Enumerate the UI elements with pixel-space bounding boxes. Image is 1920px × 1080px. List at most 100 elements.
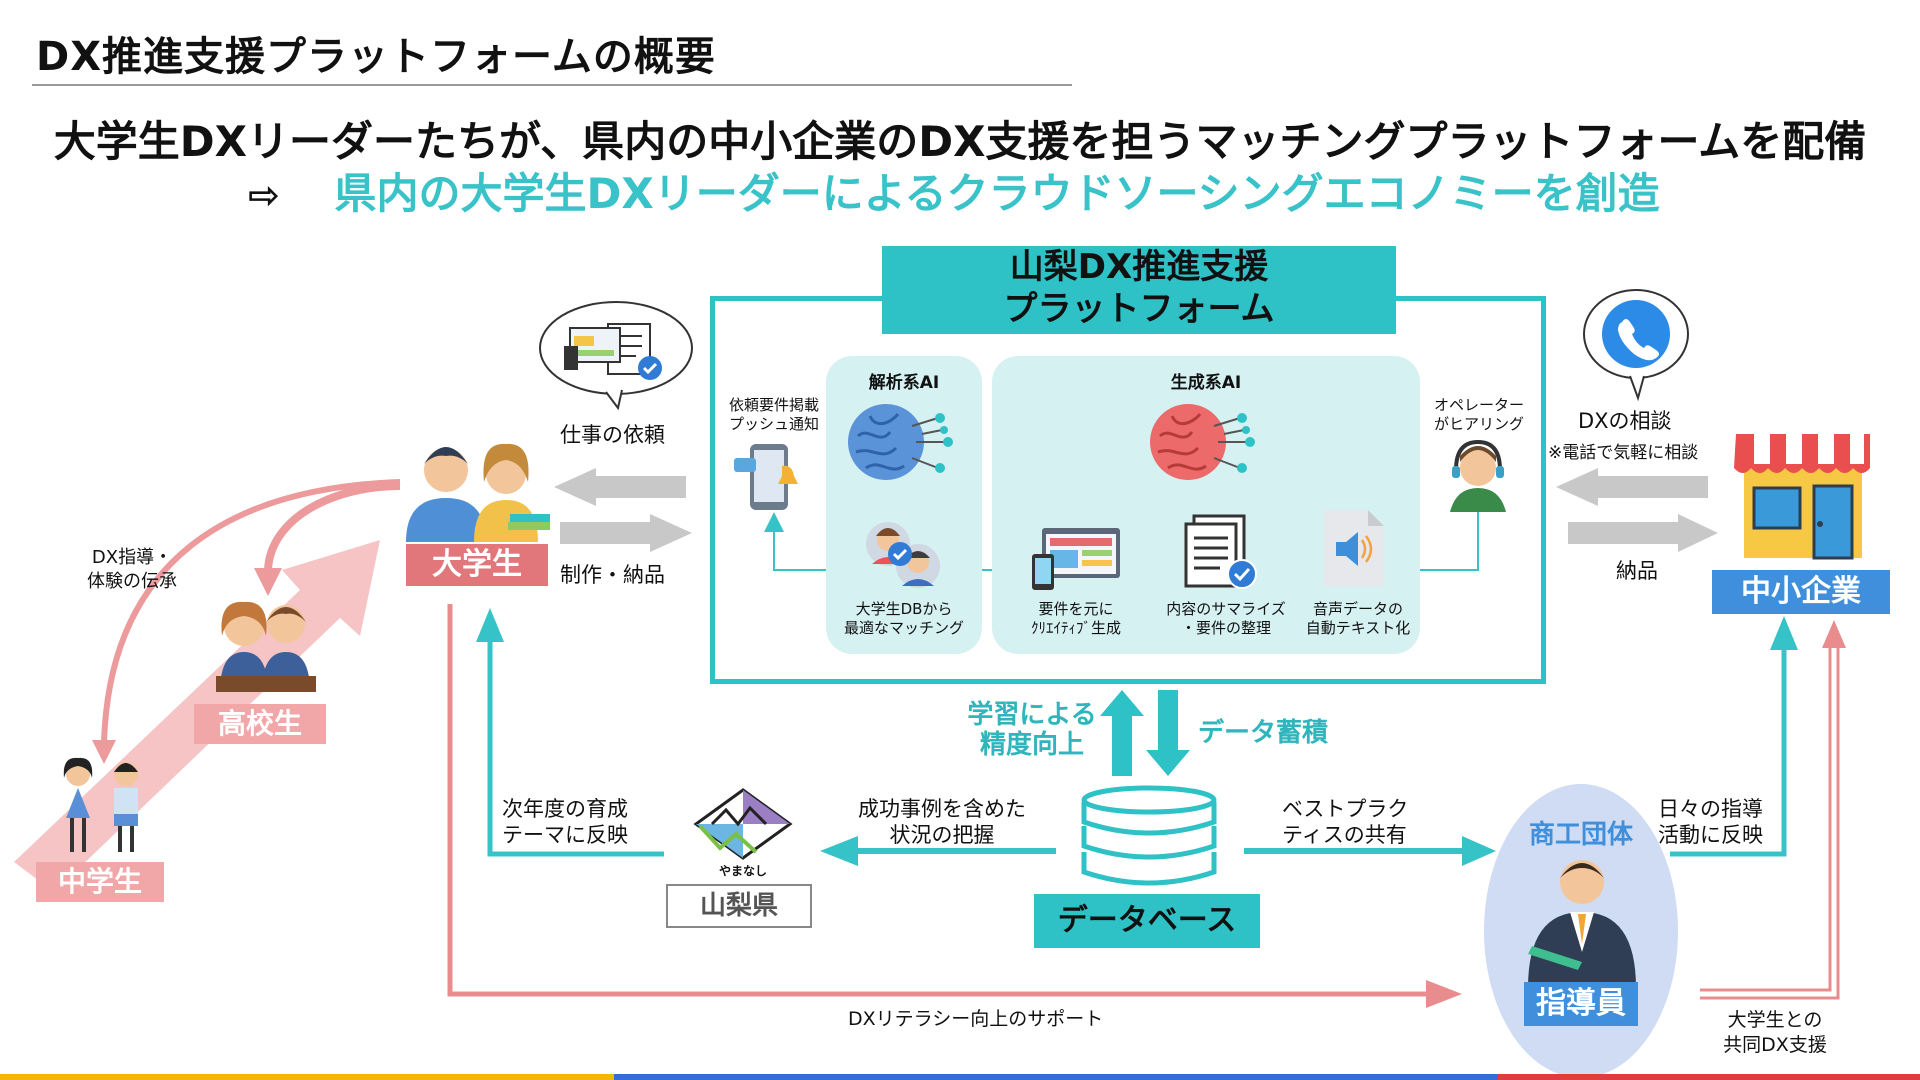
delivery-arrow bbox=[1568, 514, 1718, 552]
subline: ⇨ 県内の大学生DXリーダーによるクラウドソーシングエコノミーを創造 bbox=[248, 160, 1660, 221]
success-line2: 状況の把握 bbox=[889, 823, 995, 847]
push-notice-label: 依頼要件掲載 プッシュ通知 bbox=[716, 396, 832, 434]
flow-matching-to-push bbox=[764, 512, 842, 571]
sme-label: 中小企業 bbox=[1712, 570, 1890, 614]
guidance-arrow-to-middleschool bbox=[101, 479, 401, 743]
best-line2: ティスの共有 bbox=[1282, 823, 1407, 847]
literacy-support-arrow bbox=[447, 604, 1428, 997]
audio-line2: 自動テキスト化 bbox=[1305, 619, 1411, 637]
job-request-arrow bbox=[554, 468, 686, 506]
summary-line2: ・要件の整理 bbox=[1180, 619, 1271, 637]
learning-label: 学習による 精度向上 bbox=[962, 700, 1102, 760]
analysis-ai-title: 解析系AI bbox=[868, 373, 940, 393]
guidance-line2: 体験の伝承 bbox=[87, 571, 177, 592]
guidance-line1: DX指導・ bbox=[91, 547, 173, 568]
job-request-bubble bbox=[539, 301, 693, 410]
literacy-support-label: DXリテラシー向上のサポート bbox=[848, 1008, 1104, 1030]
matching-label: 大学生DBから 最適なマッチング bbox=[826, 600, 982, 638]
page-title: DX推進支援プラットフォームの概要 bbox=[36, 34, 716, 80]
accumulate-label: データ蓄積 bbox=[1198, 718, 1329, 748]
success-line1: 成功事例を含めた bbox=[858, 797, 1026, 821]
phone-consult-bubble bbox=[1583, 289, 1689, 402]
bottom-bar-yellow bbox=[0, 1074, 614, 1080]
consult-label: DXの相談 bbox=[1578, 409, 1672, 433]
joint-line1: 大学生との bbox=[1727, 1009, 1823, 1031]
subline-text: 県内の大学生DXリーダーによるクラウドソーシングエコノミーを創造 bbox=[334, 169, 1660, 218]
creative-line1: 要件を元に bbox=[1038, 600, 1114, 618]
consult-note: ※電話で気軽に相談 bbox=[1548, 443, 1699, 463]
production-arrow bbox=[560, 514, 692, 552]
brain-blue-icon bbox=[848, 404, 953, 480]
learning-line1: 学習による bbox=[967, 700, 1097, 730]
flow-operator-to-audio bbox=[1382, 510, 1479, 580]
daily-guidance-label: 日々の指導 活動に反映 bbox=[1658, 796, 1788, 848]
audio-file-icon bbox=[1324, 510, 1384, 586]
operator-line2: がヒアリング bbox=[1433, 415, 1524, 433]
matching-line1: 大学生DBから bbox=[855, 600, 953, 618]
database-label: データベース bbox=[1034, 894, 1260, 948]
commerce-to-sme-arrow bbox=[1670, 648, 1787, 857]
platform-title-line1: 山梨DX推進支援 bbox=[1009, 247, 1269, 287]
joint-line2: 共同DX支援 bbox=[1723, 1034, 1827, 1056]
middle-school-students-icon bbox=[63, 757, 138, 852]
audio-line1: 音声データの bbox=[1312, 600, 1403, 618]
middle-school-label: 中学生 bbox=[36, 862, 164, 902]
document-check-icon bbox=[1184, 514, 1257, 589]
learning-line2: 精度向上 bbox=[979, 730, 1084, 760]
daily-line2: 活動に反映 bbox=[1658, 823, 1763, 847]
brain-red-icon bbox=[1150, 404, 1255, 480]
guidance-label: DX指導・ 体験の伝承 bbox=[72, 546, 192, 594]
learning-up-arrow bbox=[1100, 690, 1144, 776]
joint-support-label: 大学生との 共同DX支援 bbox=[1700, 1008, 1850, 1058]
success-case-label: 成功事例を含めた 状況の把握 bbox=[856, 796, 1028, 848]
commerce-group-label: 商工団体 bbox=[1528, 820, 1633, 850]
consult-arrow bbox=[1556, 468, 1708, 506]
joint-support-arrow bbox=[1700, 646, 1832, 992]
audio-label: 音声データの 自動テキスト化 bbox=[1302, 600, 1414, 638]
high-school-label: 高校生 bbox=[194, 704, 326, 744]
shop-icon bbox=[1734, 434, 1870, 560]
guidance-arrow-to-highschool bbox=[264, 482, 401, 571]
university-label: 大学生 bbox=[406, 544, 548, 586]
instructor-label: 指導員 bbox=[1524, 982, 1638, 1026]
db-to-prefecture-arrow bbox=[820, 836, 1056, 866]
prefecture-to-university-arrow bbox=[487, 640, 664, 857]
platform-title-line2: プラットフォーム bbox=[1003, 289, 1275, 329]
summary-line1: 内容のサマライズ bbox=[1166, 600, 1286, 618]
best-line1: ベストプラク bbox=[1282, 797, 1409, 821]
high-school-students-icon bbox=[216, 601, 316, 692]
operator-line1: オペレーター bbox=[1433, 396, 1524, 414]
next-year-line1: 次年度の育成 bbox=[502, 797, 628, 821]
university-students-icon bbox=[406, 443, 550, 542]
analysis-ai-panel bbox=[826, 356, 982, 654]
generative-ai-panel bbox=[992, 356, 1420, 654]
smartphone-notification-icon bbox=[734, 444, 798, 510]
next-year-label: 次年度の育成 テーマに反映 bbox=[502, 796, 652, 848]
bottom-bar-blue bbox=[614, 1074, 1498, 1080]
operator-label: オペレーター がヒアリング bbox=[1418, 396, 1540, 434]
generative-ai-title: 生成系AI bbox=[1170, 373, 1242, 393]
student-matching-icon bbox=[866, 522, 940, 588]
creative-line2: ｸﾘｴｲﾃｨﾌﾞ生成 bbox=[1030, 619, 1121, 637]
instructor-icon bbox=[1528, 860, 1636, 988]
prefecture-label: 山梨県 bbox=[666, 884, 812, 928]
summary-label: 内容のサマライズ ・要件の整理 bbox=[1150, 600, 1302, 638]
title-divider bbox=[32, 84, 1072, 86]
platform-title: 山梨DX推進支援 プラットフォーム bbox=[882, 246, 1396, 334]
best-practice-label: ベストプラク ティスの共有 bbox=[1282, 796, 1432, 848]
next-year-line2: テーマに反映 bbox=[502, 823, 628, 847]
creative-screen-icon bbox=[1032, 528, 1120, 590]
db-to-commerce-arrow bbox=[1244, 836, 1496, 866]
yamanashi-logo-text: やまなし bbox=[718, 864, 767, 878]
daily-line1: 日々の指導 bbox=[1658, 797, 1763, 821]
matching-line2: 最適なマッチング bbox=[843, 619, 964, 637]
push-notice-line2: プッシュ通知 bbox=[728, 415, 819, 433]
creative-label: 要件を元に ｸﾘｴｲﾃｨﾌﾞ生成 bbox=[1010, 600, 1142, 638]
delivery-label: 納品 bbox=[1616, 559, 1658, 583]
bottom-bar-red bbox=[1498, 1074, 1920, 1080]
push-notice-line1: 依頼要件掲載 bbox=[728, 396, 819, 414]
right-arrow-icon: ⇨ bbox=[248, 173, 280, 217]
production-label: 制作・納品 bbox=[560, 563, 665, 587]
database-icon bbox=[1081, 785, 1217, 886]
headline: 大学生DXリーダーたちが、県内の中小企業のDX支援を担うマッチングプラットフォー… bbox=[53, 117, 1867, 166]
